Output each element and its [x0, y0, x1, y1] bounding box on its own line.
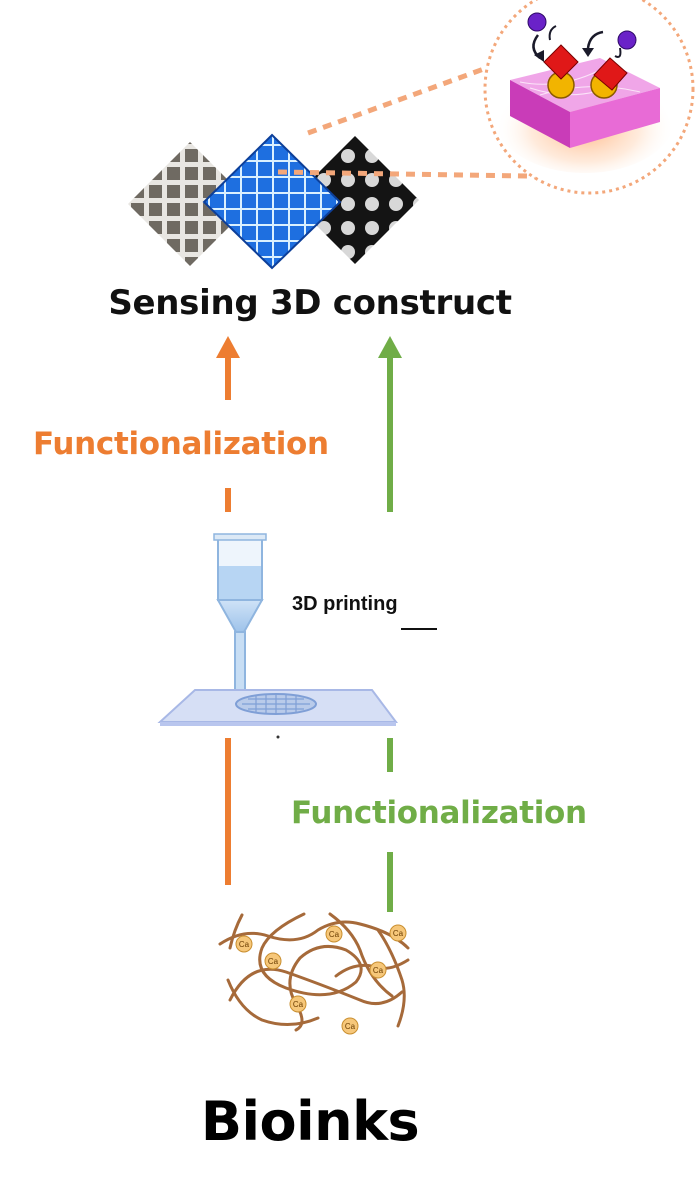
printed-scaffold: [235, 693, 317, 715]
analyte-molecules: [527, 12, 637, 50]
ca-ion: Ca: [389, 924, 407, 942]
ca-ion: Ca: [341, 1017, 359, 1035]
bioinks-title: Bioinks: [200, 1090, 420, 1153]
ca-label: Ca: [393, 929, 404, 938]
ca-ion: Ca: [325, 925, 343, 943]
sample-grid-white: [128, 142, 252, 266]
binding-arrows: [532, 25, 622, 62]
ca-label: Ca: [268, 957, 279, 966]
ca-ion: Ca: [235, 935, 253, 953]
calcium-ions: Ca Ca Ca Ca Ca Ca Ca: [235, 924, 407, 1035]
green-arrow-up: [378, 336, 402, 512]
receptor-right: [590, 57, 628, 99]
ca-label: Ca: [329, 930, 340, 939]
functionalization-label-green: Functionalization: [291, 795, 587, 831]
printing-label: 3D printing: [292, 593, 398, 615]
ca-ion: Ca: [264, 952, 282, 970]
printing-underline: [276, 628, 437, 739]
ca-label: Ca: [293, 1000, 304, 1009]
ca-label: Ca: [373, 966, 384, 975]
receptor-left: [543, 44, 579, 99]
ca-label: Ca: [345, 1022, 356, 1031]
ca-label: Ca: [239, 940, 250, 949]
sample-grid-blue: [202, 133, 342, 270]
sample-dots-black: [291, 136, 419, 264]
sensing-construct-title: Sensing 3D construct: [108, 283, 512, 323]
ca-ion: Ca: [289, 995, 307, 1013]
orange-arrow-up: [216, 336, 240, 512]
printer-syringe: [213, 533, 267, 706]
functionalization-label-orange: Functionalization: [33, 426, 329, 462]
zoom-callout-lines: [277, 63, 586, 180]
ca-ion: Ca: [369, 961, 387, 979]
